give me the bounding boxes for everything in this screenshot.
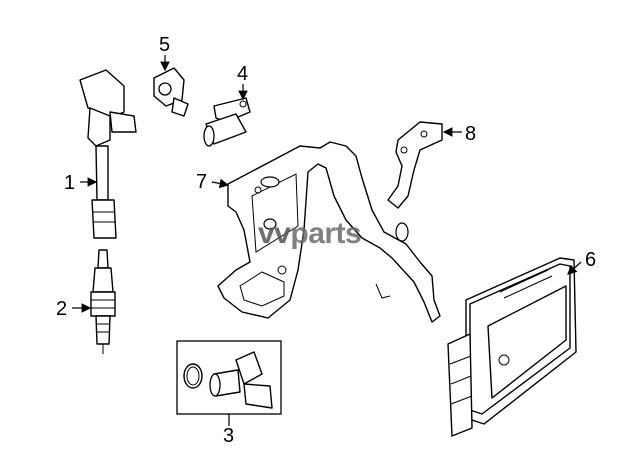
callout-8[interactable]: 8 — [465, 123, 476, 145]
sensor-kit-part[interactable] — [176, 340, 282, 415]
callout-4[interactable]: 4 — [237, 63, 248, 85]
callout-6[interactable]: 6 — [585, 249, 596, 271]
callout-5[interactable]: 5 — [159, 34, 170, 56]
watermark-logo: vvparts — [258, 217, 362, 250]
knock-sensor-part[interactable] — [153, 67, 189, 117]
spark-plug-part[interactable] — [90, 249, 116, 354]
leader-line-6 — [567, 261, 582, 275]
svg-text:vvparts: vvparts — [258, 217, 361, 250]
callout-2[interactable]: 2 — [56, 298, 67, 320]
small-bracket-part[interactable] — [387, 121, 443, 209]
ecu-module-part[interactable] — [447, 257, 577, 437]
leader-line-7 — [211, 178, 230, 189]
watermark-suffix: parts — [290, 217, 361, 250]
callout-1[interactable]: 1 — [64, 172, 75, 194]
position-sensor-part[interactable] — [203, 97, 251, 147]
callout-3[interactable]: 3 — [223, 425, 234, 447]
watermark-prefix: vv — [258, 217, 291, 250]
ignition-coil-part[interactable] — [79, 69, 137, 239]
callout-7[interactable]: 7 — [196, 171, 207, 193]
mounting-bracket-part[interactable] — [217, 141, 441, 323]
